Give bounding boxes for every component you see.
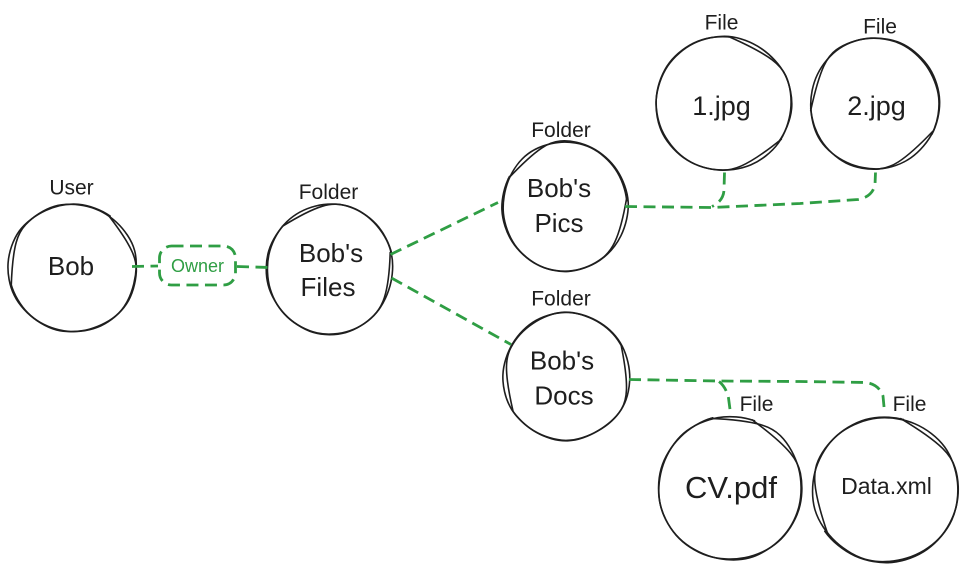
svg-text:Pics: Pics <box>534 208 583 238</box>
svg-text:File: File <box>863 16 897 39</box>
svg-text:Folder: Folder <box>299 181 359 204</box>
svg-text:Docs: Docs <box>534 381 593 411</box>
svg-text:Bob's: Bob's <box>299 238 363 268</box>
svg-text:Owner: Owner <box>171 256 224 276</box>
svg-text:2.jpg: 2.jpg <box>847 91 906 121</box>
svg-text:CV.pdf: CV.pdf <box>685 470 777 505</box>
svg-text:User: User <box>49 177 93 200</box>
svg-text:Bob: Bob <box>48 251 94 281</box>
svg-text:File: File <box>893 393 927 416</box>
svg-text:Folder: Folder <box>531 288 591 311</box>
svg-text:Bob's: Bob's <box>530 346 594 376</box>
svg-text:1.jpg: 1.jpg <box>692 91 751 121</box>
svg-text:File: File <box>740 393 774 416</box>
svg-text:Folder: Folder <box>531 119 591 142</box>
svg-text:File: File <box>705 12 739 35</box>
svg-text:Bob's: Bob's <box>527 173 591 203</box>
svg-text:Files: Files <box>301 272 356 302</box>
svg-text:Data.xml: Data.xml <box>841 473 932 499</box>
